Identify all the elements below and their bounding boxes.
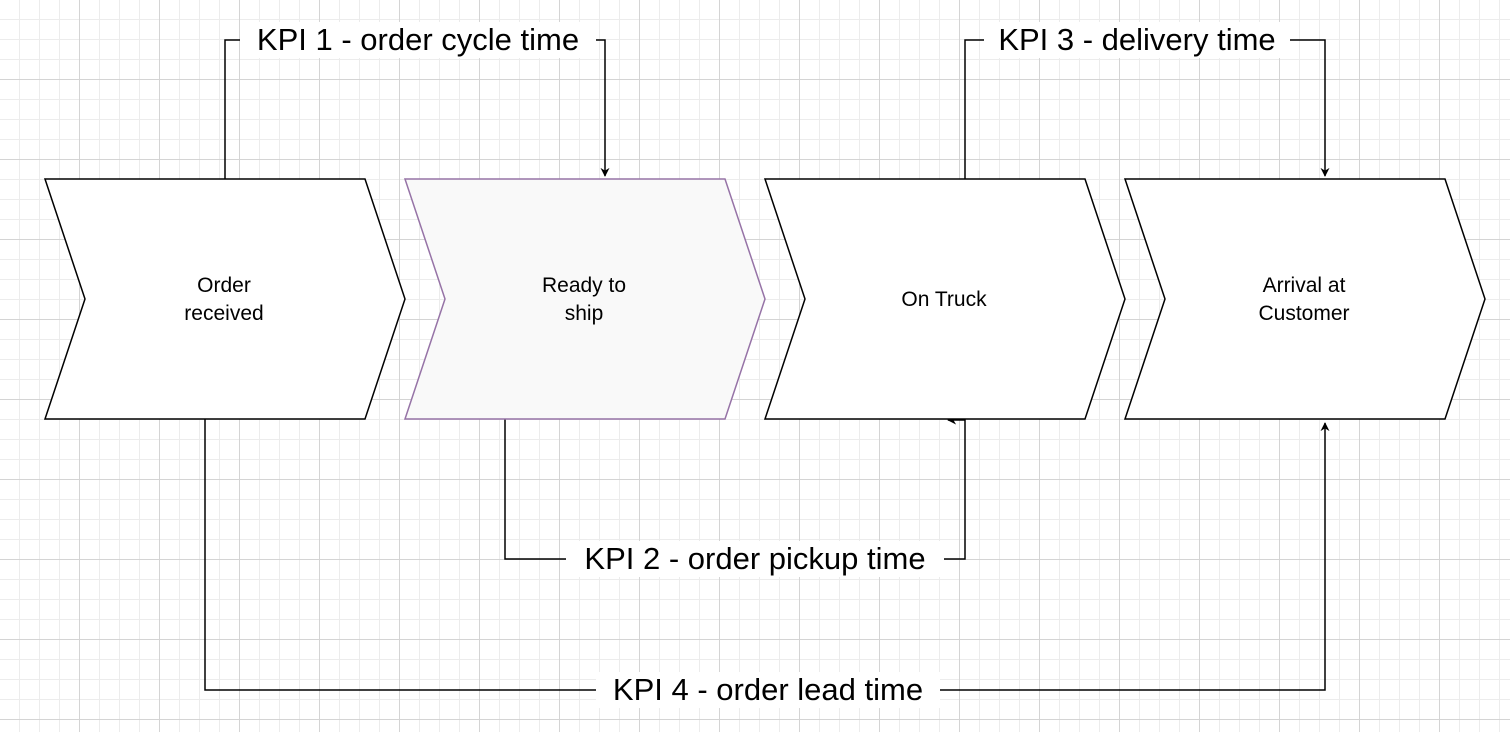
kpi1-label: KPI 1 - order cycle time xyxy=(240,22,596,58)
step-label-arrival-at-customer: Arrival at Customer xyxy=(1258,274,1350,325)
step-arrival-at-customer[interactable] xyxy=(1123,178,1486,420)
step-on-truck[interactable] xyxy=(763,178,1126,420)
step-label-on-truck: On Truck xyxy=(901,288,987,311)
kpi2-label: KPI 2 - order pickup time xyxy=(566,541,944,577)
kpi2-connector[interactable] xyxy=(504,415,966,560)
step-ready-to-ship[interactable] xyxy=(403,178,766,420)
step-label-order-received: Order received xyxy=(184,274,264,325)
step-order-received[interactable] xyxy=(43,178,406,420)
kpi3-connector[interactable] xyxy=(964,39,1330,179)
kpi4-label: KPI 4 - order lead time xyxy=(596,672,940,708)
kpi1-connector[interactable] xyxy=(224,39,610,179)
kpi3-label: KPI 3 - delivery time xyxy=(984,22,1290,58)
step-label-ready-to-ship: Ready to ship xyxy=(541,274,627,325)
